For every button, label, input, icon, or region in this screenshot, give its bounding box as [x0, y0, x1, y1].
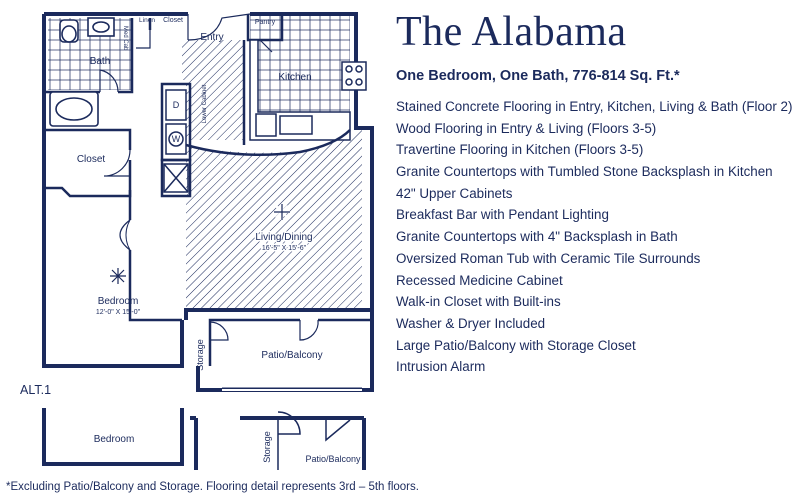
feature-item: Walk-in Closet with Built-ins	[396, 294, 561, 310]
feature-item: Stained Concrete Flooring in Entry, Kitc…	[396, 99, 793, 114]
label-lower-cabinet: Lower Cabinet	[202, 84, 208, 123]
feature-item: Breakfast Bar with Pendant Lighting	[396, 207, 609, 223]
feature-list: Stained Concrete Flooring in Entry, Kitc…	[396, 96, 792, 378]
label-dryer: D	[173, 100, 180, 110]
label-entry: Entry	[200, 32, 223, 43]
alt-label-patio: Patio/Balcony	[305, 454, 361, 464]
label-bedroom: Bedroom	[98, 296, 139, 307]
feature-item: Granite Countertops with Tumbled Stone B…	[396, 164, 773, 180]
label-closet: Closet	[77, 154, 106, 165]
alt-label: ALT.1	[20, 383, 51, 397]
kitchen-floor-tile	[250, 16, 350, 124]
feature-item: 42" Upper Cabinets	[396, 185, 513, 201]
kitchen-counters	[185, 39, 367, 157]
doors	[84, 13, 362, 391]
page-title: The Alabama	[396, 9, 627, 55]
label-kitchen: Kitchen	[278, 72, 311, 83]
alt-label-storage: Storage	[262, 431, 272, 463]
floor-plan-diagram: Bath Med Cab Linen Closet Entry Pantry K…	[20, 12, 374, 470]
label-living: Living/Dining	[255, 232, 312, 243]
washer-dryer	[163, 89, 189, 193]
alt-walls	[42, 408, 366, 470]
bath-fixtures	[49, 17, 115, 127]
label-bath: Bath	[90, 56, 111, 67]
feature-item: Granite Countertops with 4" Backsplash i…	[396, 229, 678, 245]
label-linen: Linen	[139, 17, 155, 24]
label-pantry: Pantry	[255, 19, 276, 26]
label-washer: W	[172, 134, 181, 144]
label-bedroom-dim: 12'-0" X 15'-0"	[96, 309, 141, 316]
living-floor-hatch	[186, 130, 362, 310]
feature-item: Intrusion Alarm	[396, 359, 486, 375]
feature-item: Washer & Dryer Included	[396, 315, 546, 331]
ceiling-fan-icon	[110, 204, 290, 284]
feature-item: Recessed Medicine Cabinet	[396, 272, 563, 288]
label-patio: Patio/Balcony	[261, 350, 322, 361]
label-living-dim: 16'-5" X 15'-6"	[262, 245, 307, 252]
feature-item: Large Patio/Balcony with Storage Closet	[396, 337, 636, 353]
entry-floor-hatch	[182, 40, 245, 140]
page-subtitle: One Bedroom, One Bath, 776-814 Sq. Ft.*	[396, 68, 680, 84]
label-storage: Storage	[195, 339, 205, 371]
alt-interior	[277, 411, 351, 470]
footnote: *Excluding Patio/Balcony and Storage. Fl…	[6, 481, 419, 493]
label-closet-top: Closet	[163, 17, 183, 24]
label-med-cab: Med Cab	[122, 26, 128, 51]
feature-item: Oversized Roman Tub with Ceramic Tile Su…	[396, 250, 701, 266]
alt-label-bedroom: Bedroom	[94, 434, 135, 445]
feature-item: Travertine Flooring in Kitchen (Floors 3…	[396, 142, 644, 158]
feature-item: Wood Flooring in Entry & Living (Floors …	[396, 120, 657, 136]
interior-walls	[44, 14, 372, 366]
